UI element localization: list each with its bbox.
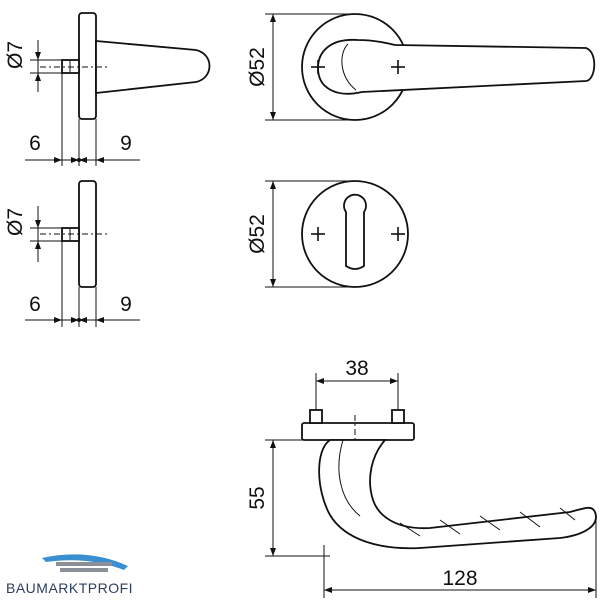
fixing-pin <box>309 409 323 424</box>
dim-6-label: 6 <box>29 132 41 155</box>
rosette-plate <box>78 12 97 120</box>
fixing-spacing-label: 38 <box>345 357 368 380</box>
handle-profile <box>95 40 211 95</box>
pin-diameter-label: Ø7 <box>4 41 27 69</box>
key-rosette-front-view: Ø52 <box>246 180 409 288</box>
fixing-pin <box>391 409 405 424</box>
handle-length-label: 128 <box>442 567 477 590</box>
pin-diameter-label: Ø7 <box>4 208 27 236</box>
handle-height-label: 55 <box>246 486 269 509</box>
dim-9-label: 9 <box>120 293 132 316</box>
curved-lever <box>318 439 597 550</box>
key-rosette-side-view: Ø7 6 9 <box>4 180 140 327</box>
lever-handle <box>317 39 596 95</box>
handle-rosette-front-view: Ø52 <box>246 13 596 121</box>
logo-text: BAUMARKTPROFI <box>6 580 133 596</box>
rosette-diameter-label: Ø52 <box>246 47 269 87</box>
dim-6-label: 6 <box>29 293 41 316</box>
cylinder-keyhole <box>343 193 367 270</box>
dim-9-label: 9 <box>120 132 132 155</box>
logo-roof-mark <box>42 554 128 570</box>
rosette-base <box>301 422 415 441</box>
baumarktprofi-logo: BAUMARKTPROFI <box>6 554 133 596</box>
rosette-diameter-label: Ø52 <box>246 214 269 254</box>
handle-side-profile-view: 38 55 128 <box>246 357 597 598</box>
handle-rosette-side-view: Ø7 6 9 <box>4 12 211 166</box>
